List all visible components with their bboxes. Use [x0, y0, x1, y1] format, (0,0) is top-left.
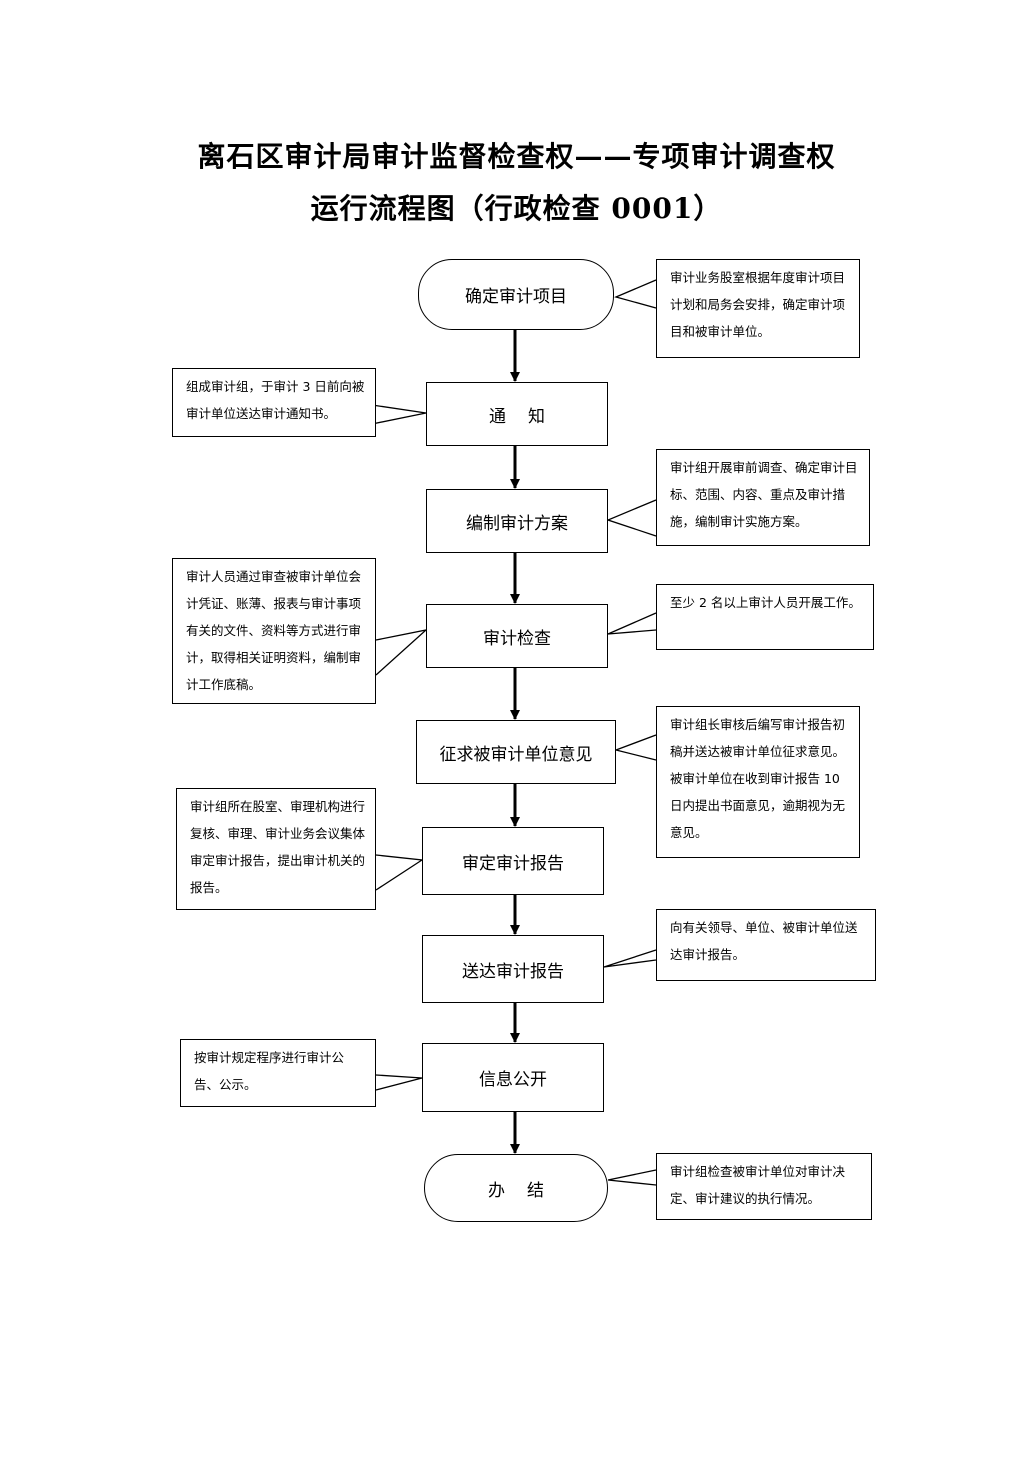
callout-pointer: [607, 612, 657, 635]
step-solicit-opinion: 征求被审计单位意见: [416, 720, 616, 784]
callout-pointer: [375, 1074, 423, 1091]
note-audit-staffing: 至少 2 名以上审计人员开展工作。: [656, 584, 874, 650]
step-audit-inspection: 审计检查: [426, 604, 608, 668]
callout-pointer: [606, 499, 657, 537]
page-subtitle: 运行流程图（行政检查 0001）: [310, 192, 723, 225]
step-complete: 办结: [424, 1154, 608, 1222]
note-compile-audit-plan: 审计组开展审前调查、确定审计目标、范围、内容、重点及审计措施，编制审计实施方案。: [656, 449, 870, 546]
note-notify: 组成审计组，于审计 3 日前向被审计单位送达审计通知书。: [172, 368, 376, 437]
callout-pointer: [607, 1169, 657, 1186]
page-title: 离石区审计局审计监督检查权——专项审计调查权: [197, 140, 836, 173]
callout-pointer: [603, 949, 657, 968]
callout-pointer: [375, 854, 424, 891]
note-approve-audit-report: 审计组所在股室、审理机构进行复核、审理、审计业务会议集体审定审计报告，提出审计机…: [176, 788, 376, 910]
step-determine-audit-project: 确定审计项目: [418, 259, 614, 330]
note-complete: 审计组检查被审计单位对审计决定、审计建议的执行情况。: [656, 1153, 872, 1220]
note-information-disclosure: 按审计规定程序进行审计公告、公示。: [180, 1039, 376, 1107]
note-solicit-opinion: 审计组长审核后编写审计报告初稿并送达被审计单位征求意见。被审计单位在收到审计报告…: [656, 706, 860, 858]
step-information-disclosure: 信息公开: [422, 1043, 604, 1112]
step-deliver-audit-report: 送达审计报告: [422, 935, 604, 1003]
callout-pointer: [371, 404, 427, 425]
note-determine-audit-project: 审计业务股室根据年度审计项目计划和局务会安排，确定审计项目和被审计单位。: [656, 259, 860, 358]
step-notify: 通知: [426, 382, 608, 446]
step-compile-audit-plan: 编制审计方案: [426, 489, 608, 553]
note-audit-inspection: 审计人员通过审查被审计单位会计凭证、账薄、报表与审计事项有关的文件、资料等方式进…: [172, 558, 376, 704]
note-deliver-audit-report: 向有关领导、单位、被审计单位送达审计报告。: [656, 909, 876, 981]
callout-pointer: [613, 734, 657, 761]
callout-pointer: [375, 628, 429, 676]
callout-pointer: [614, 279, 657, 309]
step-approve-audit-report: 审定审计报告: [422, 827, 604, 895]
